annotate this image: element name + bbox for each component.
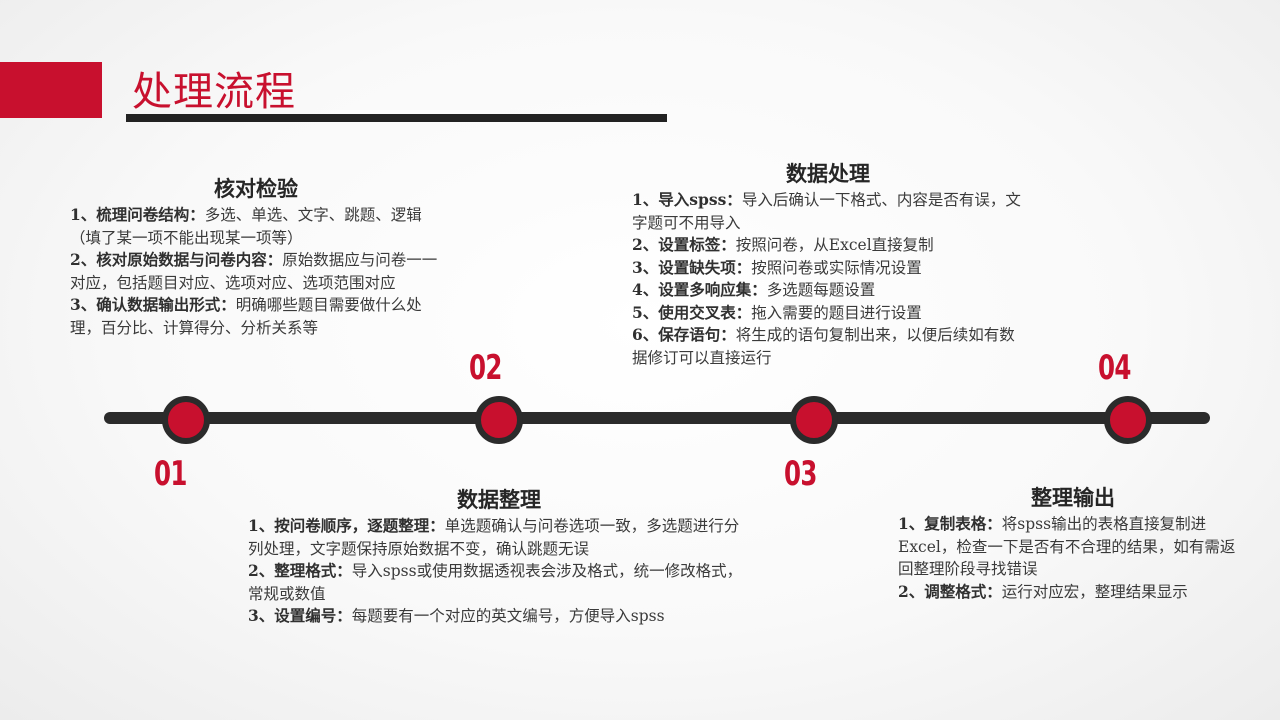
item-label: 1、梳理问卷结构：: [70, 205, 205, 224]
item-label: 1、按问卷顺序，逐题整理：: [248, 516, 445, 535]
item-text: 将生成的语句复制出来，以便后续如有数据修订可以直接运行: [632, 326, 1015, 367]
step-4-title: 整理输出: [1031, 485, 1115, 510]
step-3-title: 数据处理: [786, 161, 870, 186]
item-text: 多选、单选、文字、跳题、逻辑（填了某一项不能出现某一项等）: [70, 206, 422, 247]
step-2-title: 数据整理: [457, 487, 541, 512]
step-2-item-2: 2、整理格式：导入spss或使用数据透视表会涉及格式，统一修改格式，常规或数值: [248, 560, 750, 605]
item-label: 2、整理格式：: [248, 561, 352, 580]
item-text: 导入spss或使用数据透视表会涉及格式，统一修改格式，常规或数值: [248, 562, 743, 603]
item-text: 按照问卷，从Excel直接复制: [735, 236, 934, 254]
item-text: 按照问卷或实际情况设置: [751, 258, 922, 277]
step-3-item-4: 4、设置多响应集：多选题每题设置: [632, 279, 1024, 302]
item-text: 单选题确认与问卷选项一致，多选题进行分列处理，文字题保持原始数据不变，确认跳题无…: [248, 517, 740, 558]
timeline-node-3: [790, 396, 838, 444]
item-text: 运行对应宏，整理结果显示: [1001, 582, 1188, 601]
step-number-2: 02: [469, 348, 502, 388]
item-text: 每题要有一个对应的英文编号，方便导入spss: [351, 607, 665, 625]
step-3-item-5: 5、使用交叉表：拖入需要的题目进行设置: [632, 302, 1024, 325]
item-label: 1、导入spss：: [632, 190, 742, 209]
item-label: 1、复制表格：: [898, 514, 1002, 533]
item-text: 拖入需要的题目进行设置: [751, 303, 922, 322]
step-2-item-1: 1、按问卷顺序，逐题整理：单选题确认与问卷选项一致，多选题进行分列处理，文字题保…: [248, 515, 750, 560]
item-label: 6、保存语句：: [632, 325, 736, 344]
step-1-item-3: 3、确认数据输出形式：明确哪些题目需要做什么处理，百分比、计算得分、分析关系等: [70, 294, 442, 339]
step-2-section: 数据整理 1、按问卷顺序，逐题整理：单选题确认与问卷选项一致，多选题进行分列处理…: [248, 487, 750, 628]
step-3-item-1: 1、导入spss：导入后确认一下格式、内容是否有误，文字题可不用导入: [632, 189, 1024, 234]
item-text: 将spss输出的表格直接复制进Excel，检查一下是否有不合理的结果，如有需返回…: [898, 515, 1236, 578]
step-3-item-2: 2、设置标签：按照问卷，从Excel直接复制: [632, 234, 1024, 257]
item-label: 4、设置多响应集：: [632, 280, 767, 299]
step-1-title: 核对检验: [214, 176, 298, 201]
step-number-3: 03: [784, 454, 817, 494]
item-text: 明确哪些题目需要做什么处理，百分比、计算得分、分析关系等: [70, 296, 422, 337]
timeline-line: [104, 412, 1210, 424]
item-label: 2、调整格式：: [898, 581, 1002, 601]
title-accent-block: [0, 62, 102, 118]
item-label: 2、设置标签：: [632, 235, 736, 254]
step-3-item-6: 6、保存语句：将生成的语句复制出来，以便后续如有数据修订可以直接运行: [632, 324, 1024, 369]
step-3-section: 数据处理 1、导入spss：导入后确认一下格式、内容是否有误，文字题可不用导入 …: [632, 161, 1024, 369]
item-label: 3、确认数据输出形式：: [70, 295, 236, 314]
page-title: 处理流程: [132, 69, 296, 115]
step-1-section: 核对检验 1、梳理问卷结构：多选、单选、文字、跳题、逻辑（填了某一项不能出现某一…: [70, 176, 442, 339]
item-label: 3、设置编号：: [248, 606, 352, 625]
item-text: 原始数据应与问卷一一对应，包括题目对应、选项对应、选项范围对应: [70, 251, 438, 292]
step-1-item-2: 2、核对原始数据与问卷内容：原始数据应与问卷一一对应，包括题目对应、选项对应、选…: [70, 249, 442, 294]
timeline-node-2: [475, 396, 523, 444]
item-text: 导入后确认一下格式、内容是否有误，文字题可不用导入: [632, 191, 1021, 232]
item-label: 3、设置缺失项：: [632, 257, 752, 277]
item-label: 2、核对原始数据与问卷内容：: [70, 250, 283, 269]
step-number-4: 04: [1098, 348, 1131, 388]
step-1-item-1: 1、梳理问卷结构：多选、单选、文字、跳题、逻辑（填了某一项不能出现某一项等）: [70, 204, 442, 249]
step-2-item-3: 3、设置编号：每题要有一个对应的英文编号，方便导入spss: [248, 605, 750, 628]
timeline-node-1: [162, 396, 210, 444]
step-4-item-1: 1、复制表格：将spss输出的表格直接复制进Excel，检查一下是否有不合理的结…: [898, 513, 1248, 581]
title-underline: [126, 114, 667, 122]
step-4-item-2: 2、调整格式：运行对应宏，整理结果显示: [898, 581, 1248, 604]
step-3-item-3: 3、设置缺失项：按照问卷或实际情况设置: [632, 257, 1024, 280]
step-number-1: 01: [154, 454, 187, 494]
step-4-section: 整理输出 1、复制表格：将spss输出的表格直接复制进Excel，检查一下是否有…: [898, 485, 1248, 603]
item-label: 5、使用交叉表：: [632, 302, 752, 322]
item-text: 多选题每题设置: [766, 281, 876, 299]
timeline-node-4: [1104, 396, 1152, 444]
